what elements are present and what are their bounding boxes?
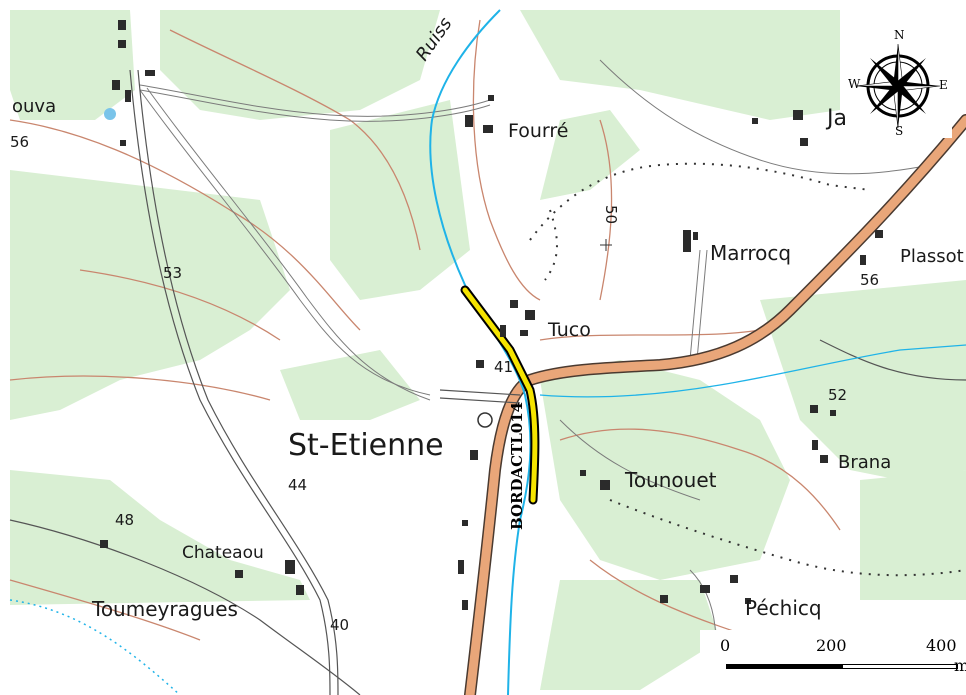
place-label-tounouet: Tounouet [624,468,717,492]
tracks [139,59,931,691]
altitude-41: 41 [494,358,513,376]
dotted-boundaries [529,162,966,577]
place-label-marrocq: Marrocq [710,241,791,265]
altitude-48: 48 [115,511,134,529]
scale-bar-filled [726,664,842,669]
buildings [100,20,883,610]
altitude-labels: 56 53 56 52 44 48 40 41 50 [10,133,879,634]
scale-tick-200: 200 [816,636,847,655]
place-label-chateaou: Chateaou [182,543,264,563]
compass-south: S [895,124,904,138]
compass-rose: N S E W [846,28,952,138]
altitude-52: 52 [828,386,847,404]
compass-east: E [939,78,948,92]
contour-lines [9,19,841,641]
place-label-tuco: Tuco [547,319,591,341]
scale-tick-0: 0 [720,636,731,655]
place-label-pechicq: Péchicq [745,596,822,620]
place-label-fourre: Fourré [508,120,568,142]
place-label-plassot: Plassot [900,246,964,267]
place-label-ja: Ja [825,106,847,131]
place-label-ouva: ouva [12,96,56,117]
altitude-44: 44 [288,476,307,494]
feature-label-bordactl014: BORDACTL014 [508,402,526,530]
place-labels: ouva Fourré Ja Marrocq Plassot Tuco St-E… [12,14,964,621]
scale-tick-400: 400 [926,636,957,655]
compass-north: N [894,28,905,42]
church-icon [477,412,493,428]
main-roads [464,114,966,695]
altitude-56-west: 56 [10,133,29,151]
place-label-brana: Brana [838,452,891,473]
scale-unit: m [954,656,966,675]
altitude-56-east: 56 [860,271,879,289]
place-label-st-etienne: St-Etienne [288,428,444,463]
compass-west: W [848,77,861,91]
bordactl014-segment [460,285,540,505]
secondary-roads [9,69,966,695]
compass-star-icon [855,43,941,129]
pond-icon [104,108,116,120]
altitude-53: 53 [163,264,182,282]
place-label-toumeyragues: Toumeyragues [91,597,238,621]
spot-height-cross-icon [600,239,612,251]
altitude-50-contour: 50 [602,205,620,224]
stream-dots [9,599,181,695]
scale-bar-empty [842,664,958,669]
scale-bar: 0 200 400 m [700,630,966,695]
altitude-40: 40 [330,616,349,634]
